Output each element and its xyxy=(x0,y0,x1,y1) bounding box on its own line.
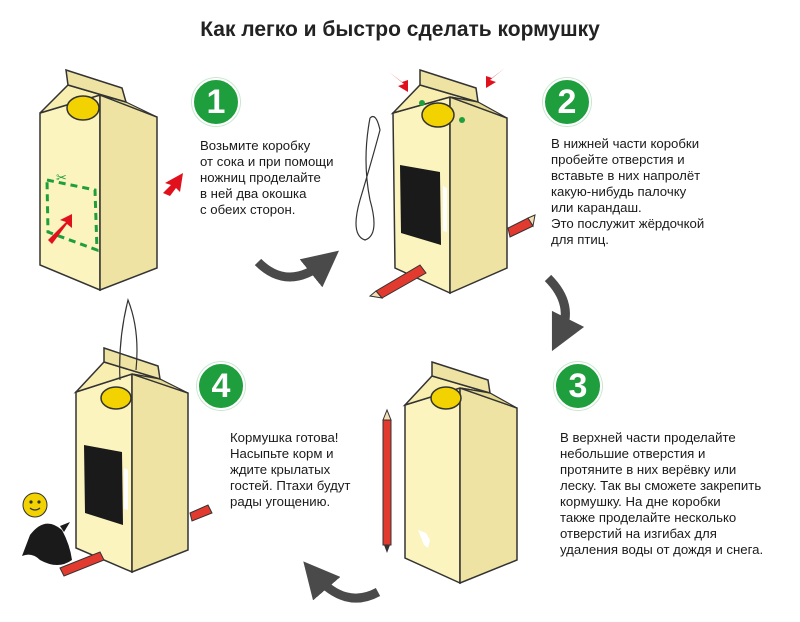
red-arrow-icon xyxy=(163,173,183,196)
flow-arrow-icon xyxy=(303,561,381,603)
pencil-icon xyxy=(382,419,392,546)
cap-icon xyxy=(66,95,100,121)
cap-icon xyxy=(421,102,455,128)
string-loop xyxy=(119,298,138,381)
smiley-icon xyxy=(22,492,48,518)
red-arrow-icon xyxy=(389,72,408,92)
juice-box-step1: ✂ xyxy=(39,68,183,292)
string-icon xyxy=(355,115,381,241)
step-text-2: В нижней части коробки пробейте отверсти… xyxy=(551,136,705,247)
step-text-3: В верхней части проделайте небольшие отв… xyxy=(560,430,764,557)
red-arrow-icon xyxy=(486,68,505,88)
red-arrow-icon xyxy=(48,214,72,244)
bird-icon xyxy=(22,523,72,565)
step-text-4: Кормушка готова! Насыпьте корм и ждите к… xyxy=(230,430,351,509)
juice-box-step3 xyxy=(382,360,518,585)
flow-arrow-icon xyxy=(254,250,339,288)
step-number-badge-2: 2 xyxy=(543,78,591,126)
step-number-badge-4: 4 xyxy=(197,362,245,410)
step-number-badge-3: 3 xyxy=(554,362,602,410)
juice-box-step4 xyxy=(22,298,213,577)
scissors-icon: ✂ xyxy=(56,171,67,186)
cap-icon xyxy=(100,386,132,410)
flow-arrow-icon xyxy=(544,274,585,352)
cap-icon xyxy=(430,386,462,410)
step-text-1: Возьмите коробку от сока и при помощи но… xyxy=(200,138,334,217)
page-title: Как легко и быстро сделать кормушку xyxy=(200,18,600,41)
juice-box-step2 xyxy=(368,68,536,299)
step-number-badge-1: 1 xyxy=(192,78,240,126)
